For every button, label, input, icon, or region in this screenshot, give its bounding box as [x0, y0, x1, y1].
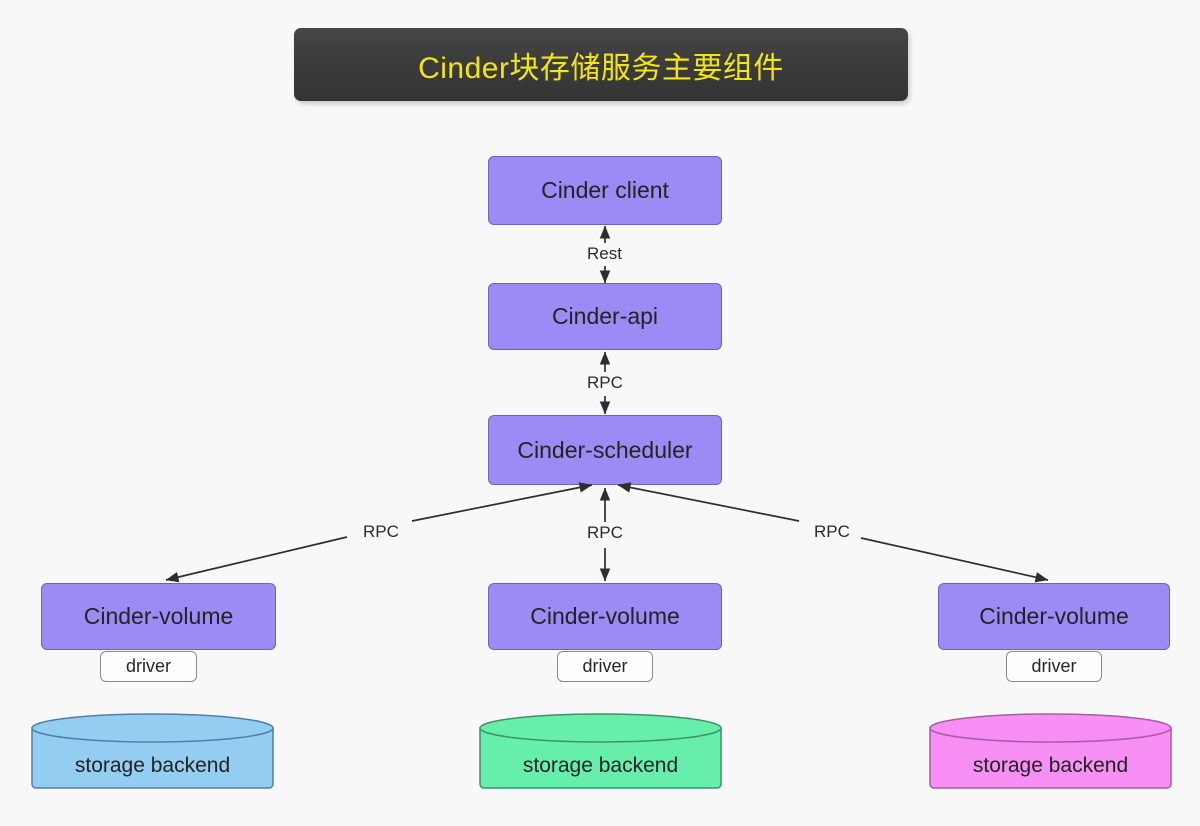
edge-label-rest: Rest: [584, 244, 625, 264]
chip-driver-center[interactable]: driver: [557, 651, 653, 682]
node-cinder-scheduler-label: Cinder-scheduler: [517, 436, 693, 463]
edge-label-rpc-left: RPC: [360, 522, 402, 542]
cylinder-body-center: [479, 727, 722, 789]
chip-driver-left-label: driver: [125, 656, 171, 676]
cylinder-body-left: [31, 727, 274, 789]
node-cinder-volume-left-label: Cinder-volume: [83, 603, 234, 629]
cylinder-top-center: [479, 713, 722, 743]
edge-scheduler-volume-left-in: [411, 482, 593, 522]
node-cinder-volume-center[interactable]: Cinder-volume: [488, 583, 722, 650]
cylinder-storage-backend-center[interactable]: storage backend: [478, 712, 723, 798]
node-cinder-client[interactable]: Cinder client: [488, 156, 722, 225]
diagram-title: Cinder块存储服务主要组件: [418, 51, 784, 85]
node-cinder-scheduler[interactable]: Cinder-scheduler: [488, 415, 722, 485]
edge-label-rpc-api-scheduler: RPC: [584, 373, 626, 393]
chip-driver-center-label: driver: [582, 656, 628, 676]
node-cinder-api[interactable]: Cinder-api: [488, 283, 722, 350]
edge-label-rpc-center: RPC: [584, 523, 626, 543]
edge-label-rpc-right: RPC: [811, 522, 853, 542]
node-cinder-volume-left[interactable]: Cinder-volume: [41, 583, 276, 650]
cylinder-body-right: [929, 727, 1172, 789]
chip-driver-right[interactable]: driver: [1006, 651, 1102, 682]
node-cinder-volume-right[interactable]: Cinder-volume: [938, 583, 1170, 650]
edge-scheduler-volume-right-out: [860, 537, 1049, 583]
cylinder-top-left: [31, 713, 274, 743]
chip-driver-right-label: driver: [1031, 656, 1077, 676]
chip-driver-left[interactable]: driver: [100, 651, 197, 682]
cylinder-storage-backend-right[interactable]: storage backend: [928, 712, 1173, 798]
node-cinder-api-label: Cinder-api: [551, 303, 659, 329]
edge-scheduler-volume-left-out: [165, 536, 348, 583]
cylinder-storage-backend-left[interactable]: storage backend: [30, 712, 275, 798]
node-cinder-volume-right-label: Cinder-volume: [979, 603, 1129, 629]
edge-scheduler-volume-right-in: [617, 482, 800, 522]
node-cinder-volume-center-label: Cinder-volume: [530, 603, 680, 629]
diagram-title-banner: Cinder块存储服务主要组件: [294, 28, 908, 101]
node-cinder-client-label: Cinder client: [541, 177, 669, 203]
cylinder-top-right: [929, 713, 1172, 743]
